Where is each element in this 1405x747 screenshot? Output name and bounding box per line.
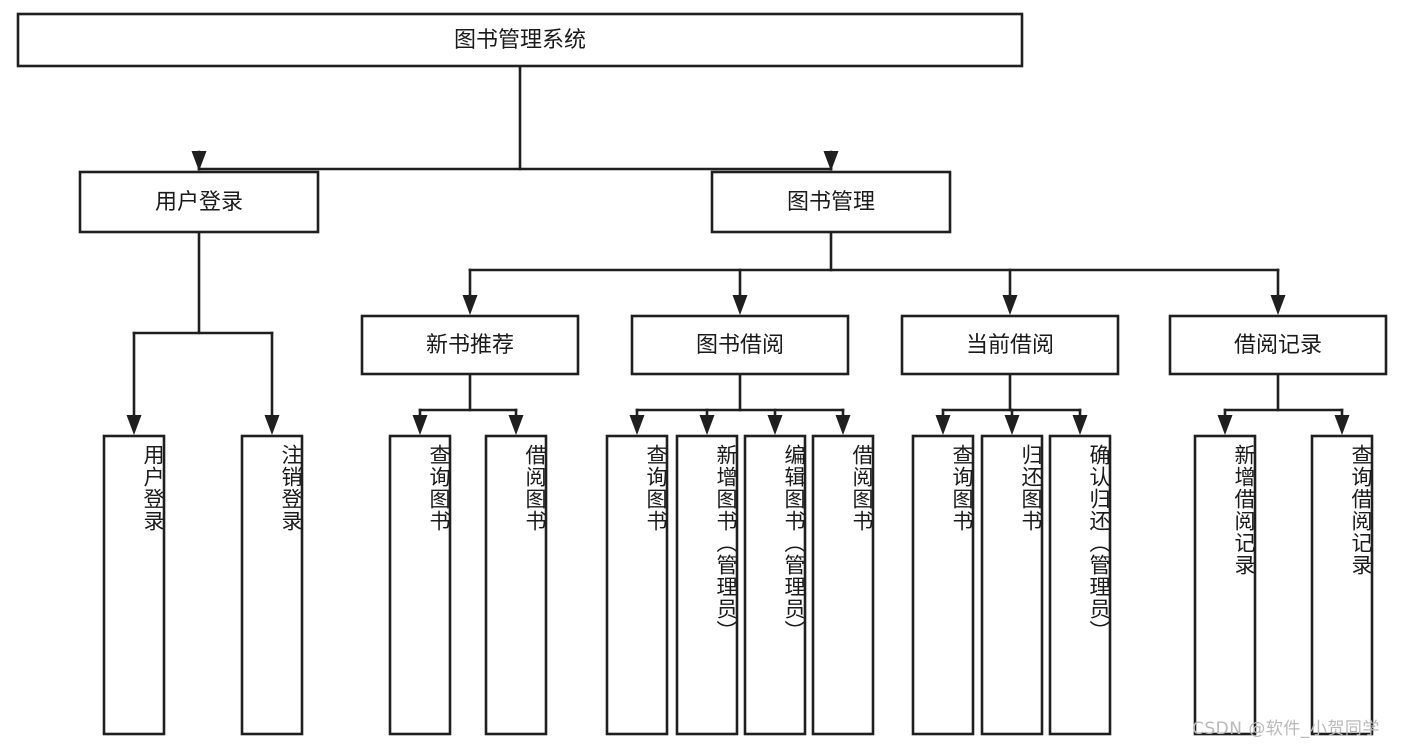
node-label-wrap-leaf-logout: 注销登录 xyxy=(243,444,303,726)
node-label-root: 图书管理系统 xyxy=(454,28,586,53)
node-label-leaf-user-login: 用户登录 xyxy=(141,444,165,532)
arrow-head-current-borrow xyxy=(1002,295,1018,315)
node-box-borrow-record[interactable] xyxy=(1168,314,1388,376)
node-box-leaf-logout[interactable] xyxy=(240,434,304,736)
arrow-head-leaf-query-book-3 xyxy=(935,415,951,435)
node-box-leaf-add-book[interactable] xyxy=(675,434,739,736)
node-box-leaf-edit-book[interactable] xyxy=(743,434,807,736)
node-box-leaf-confirm-return[interactable] xyxy=(1048,434,1112,736)
arrow-head-new-book-rec xyxy=(462,295,478,315)
node-label-wrap-leaf-query-record: 查询借阅记录 xyxy=(1313,444,1373,726)
node-label-wrap-leaf-edit-book: 编辑图书（管理员） xyxy=(746,444,806,726)
arrow-head-borrow-record xyxy=(1270,295,1286,315)
node-box-root[interactable] xyxy=(16,12,1024,68)
arrow-head-leaf-query-book-1 xyxy=(412,415,428,435)
node-layer xyxy=(16,12,1388,736)
node-label-wrap-leaf-query-book-1: 查询图书 xyxy=(391,444,451,726)
node-box-new-book-rec[interactable] xyxy=(360,314,580,376)
node-label-wrap-leaf-user-login: 用户登录 xyxy=(105,444,165,726)
node-label-wrap-leaf-add-book: 新增图书（管理员） xyxy=(678,444,738,726)
node-box-current-borrow[interactable] xyxy=(900,314,1120,376)
node-label-leaf-confirm-return: 确认归还（管理员） xyxy=(1087,444,1111,642)
node-label-leaf-borrow-book-2: 借阅图书 xyxy=(850,444,874,532)
arrow-head-leaf-query-record xyxy=(1334,415,1350,435)
node-box-leaf-add-record[interactable] xyxy=(1193,434,1257,736)
node-label-book-manage: 图书管理 xyxy=(787,190,875,215)
node-label-wrap-leaf-return-book: 归还图书 xyxy=(983,444,1043,726)
node-label-leaf-query-book-1: 查询图书 xyxy=(427,444,451,532)
node-label-leaf-query-record: 查询借阅记录 xyxy=(1349,444,1373,576)
arrow-head-leaf-return-book xyxy=(1004,415,1020,435)
connector-layer xyxy=(126,64,1350,435)
node-label-book-borrow: 图书借阅 xyxy=(696,333,784,358)
arrow-head-leaf-confirm-return xyxy=(1072,415,1088,435)
node-label-wrap-leaf-confirm-return: 确认归还（管理员） xyxy=(1051,444,1111,726)
arrow-head-book-borrow xyxy=(732,295,748,315)
node-label-wrap-leaf-query-book-2: 查询图书 xyxy=(608,444,668,726)
node-box-leaf-query-book-3[interactable] xyxy=(911,434,975,736)
node-label-leaf-query-book-2: 查询图书 xyxy=(644,444,668,532)
arrow-head-leaf-edit-book xyxy=(767,415,783,435)
node-label-leaf-add-book: 新增图书（管理员） xyxy=(714,444,738,642)
node-box-leaf-return-book[interactable] xyxy=(980,434,1044,736)
arrow-head-leaf-add-book xyxy=(699,415,715,435)
arrow-head-user-login xyxy=(191,151,207,171)
node-box-leaf-query-book-2[interactable] xyxy=(605,434,669,736)
node-label-wrap-leaf-query-book-3: 查询图书 xyxy=(914,444,974,726)
arrow-head-leaf-user-login xyxy=(126,415,142,435)
node-label-leaf-edit-book: 编辑图书（管理员） xyxy=(782,444,806,642)
node-label-new-book-rec: 新书推荐 xyxy=(426,333,514,358)
node-label-leaf-add-record: 新增借阅记录 xyxy=(1232,444,1256,576)
node-box-leaf-borrow-book-2[interactable] xyxy=(811,434,875,736)
node-label-wrap-leaf-borrow-book-1: 借阅图书 xyxy=(487,444,547,726)
arrow-head-leaf-add-record xyxy=(1217,415,1233,435)
node-label-leaf-query-book-3: 查询图书 xyxy=(950,444,974,532)
node-label-wrap-leaf-borrow-book-2: 借阅图书 xyxy=(814,444,874,726)
node-label-leaf-borrow-book-1: 借阅图书 xyxy=(523,444,547,532)
node-label-leaf-logout: 注销登录 xyxy=(279,444,303,532)
node-label-wrap-leaf-add-record: 新增借阅记录 xyxy=(1196,444,1256,726)
csdn-watermark: CSDN @软件_小贺同学 xyxy=(1192,719,1380,739)
node-box-leaf-query-book-1[interactable] xyxy=(388,434,452,736)
arrow-head-leaf-borrow-book-2 xyxy=(835,415,851,435)
node-label-leaf-return-book: 归还图书 xyxy=(1019,444,1043,532)
node-box-leaf-borrow-book-1[interactable] xyxy=(484,434,548,736)
node-label-borrow-record: 借阅记录 xyxy=(1234,333,1322,358)
node-box-leaf-query-record[interactable] xyxy=(1310,434,1374,736)
node-box-leaf-user-login[interactable] xyxy=(102,434,166,736)
arrow-head-leaf-borrow-book-1 xyxy=(508,415,524,435)
node-label-current-borrow: 当前借阅 xyxy=(966,333,1054,358)
arrow-head-leaf-query-book-2 xyxy=(629,415,645,435)
arrow-head-leaf-logout xyxy=(264,415,280,435)
node-label-user-login: 用户登录 xyxy=(155,190,243,215)
node-box-book-borrow[interactable] xyxy=(630,314,850,376)
node-box-book-manage[interactable] xyxy=(710,170,952,234)
arrow-head-book-manage xyxy=(823,151,839,171)
node-box-user-login[interactable] xyxy=(78,170,320,234)
